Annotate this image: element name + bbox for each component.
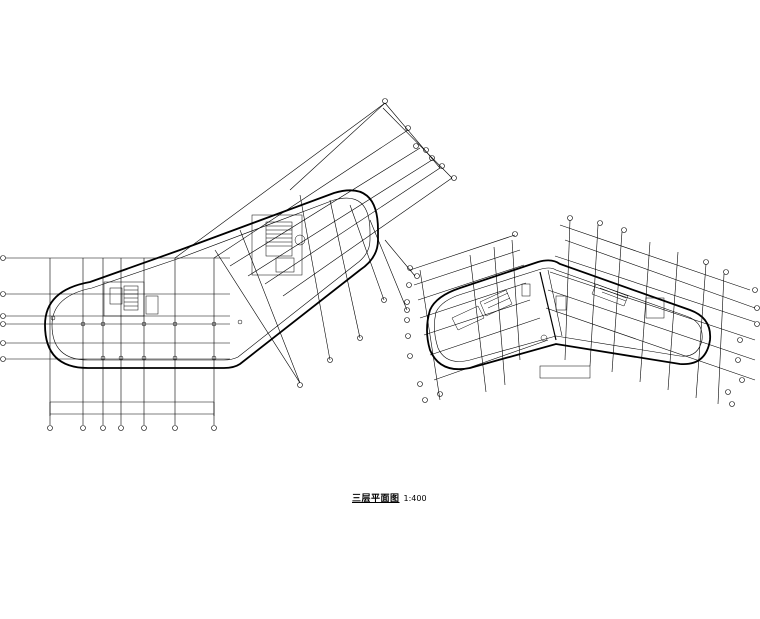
right-left-wing-bubbles [404, 231, 518, 403]
right-right-wing-bubbles [567, 215, 760, 407]
outline-bubbles [50, 315, 243, 361]
right-building-outline [426, 259, 712, 371]
diagonal-gridlines-1 [174, 102, 453, 297]
left-interior-details [103, 214, 306, 317]
left-horizontal-gridlines [6, 257, 230, 360]
right-right-wing-gridlines [545, 219, 756, 405]
right-left-wing-gridlines [409, 234, 549, 401]
bottom-axis-bubbles [47, 425, 217, 431]
diagonal-axis-bubbles [297, 98, 457, 388]
left-axis-bubbles [0, 255, 6, 362]
diagonal-gridlines-2 [214, 102, 453, 384]
bottom-dimension-lines [49, 401, 215, 416]
drawing-scale: 1:400 [403, 494, 427, 503]
drawing-title: 三层平面图 [352, 494, 400, 504]
left-building-outline [44, 189, 379, 369]
diagonal-wing [174, 98, 457, 388]
left-vertical-gridlines [49, 258, 215, 425]
right-interior-details [451, 283, 665, 379]
